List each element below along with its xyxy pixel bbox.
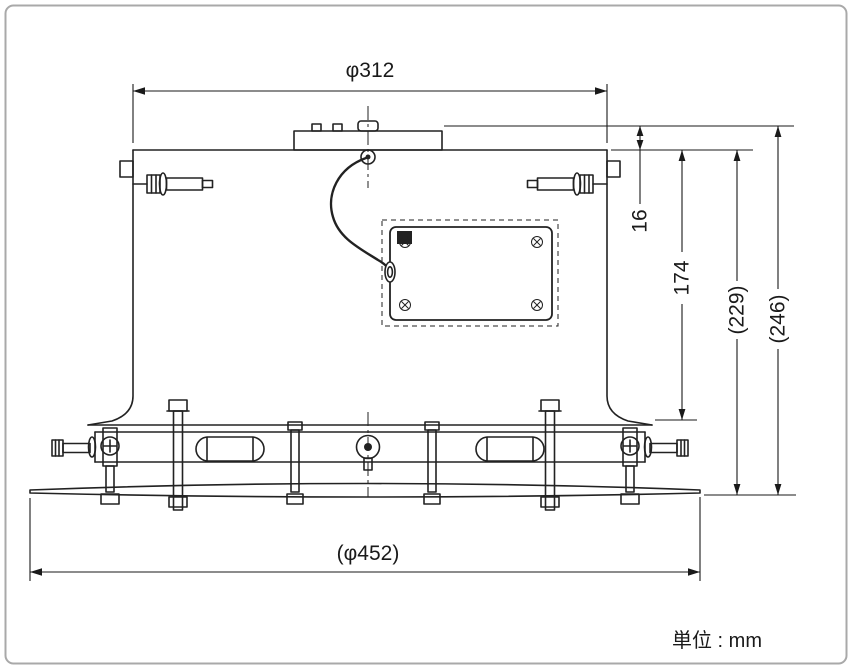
bottom-panel xyxy=(29,482,701,498)
top-cover xyxy=(293,120,443,165)
mount-bolt-left xyxy=(132,172,214,196)
dim-label-body-height: 174 xyxy=(671,260,694,295)
dim-body-height: 174 xyxy=(671,150,694,420)
suspension-bolt xyxy=(538,399,562,511)
dim-label-panel-width: (φ452) xyxy=(337,542,400,565)
corner-screw xyxy=(531,236,543,248)
dim-height-246: (246) xyxy=(767,126,790,495)
cable-connector xyxy=(384,261,396,283)
clamp-bar xyxy=(94,431,646,463)
junction-box xyxy=(381,219,559,327)
dim-panel-width: (φ452) xyxy=(29,497,701,581)
dim-height-229: (229) xyxy=(726,150,749,495)
mount-bolt-right xyxy=(526,172,608,196)
corner-screw xyxy=(531,299,543,311)
dim-top-width: φ312 xyxy=(132,59,608,143)
unit-note: 単位 : mm xyxy=(672,629,762,652)
corner-screw xyxy=(399,299,411,311)
corner-screw xyxy=(399,236,411,248)
panel-bolt xyxy=(286,421,304,505)
dim-label-height-229: (229) xyxy=(726,285,749,334)
page-border xyxy=(4,4,848,665)
dim-step-height: 16 xyxy=(629,126,652,233)
dim-label-step-height: 16 xyxy=(629,209,652,232)
center-knob xyxy=(355,434,381,471)
suspension-bolt xyxy=(166,399,190,511)
dim-label-top-width: φ312 xyxy=(346,59,395,82)
cable xyxy=(329,156,392,274)
dim-label-height-246: (246) xyxy=(767,294,790,343)
panel-bolt xyxy=(423,421,441,505)
